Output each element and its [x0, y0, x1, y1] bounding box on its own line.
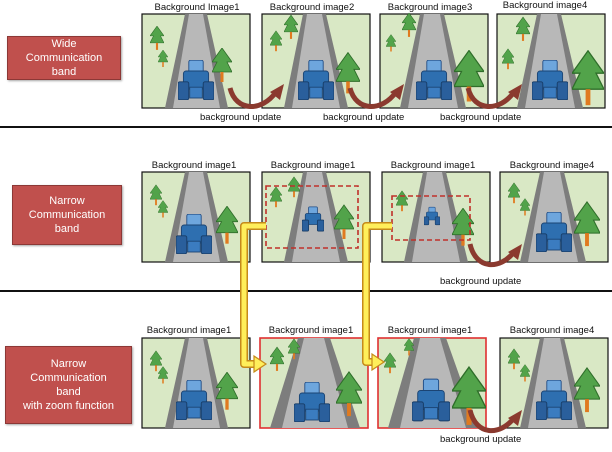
- update-label: background update: [440, 434, 522, 445]
- update-label: background update: [440, 112, 522, 123]
- tile-r3-4: [499, 337, 609, 429]
- tile-caption: Background image1: [151, 160, 237, 171]
- tile-caption: Background image1: [146, 325, 232, 336]
- tile-caption: Background image1: [387, 325, 473, 336]
- tile-caption: Background image4: [509, 325, 595, 336]
- tile-caption: Background image4: [502, 0, 588, 11]
- update-label: background update: [200, 112, 282, 123]
- row-label-zoom: Narrow Communication band with zoom func…: [5, 346, 132, 424]
- update-arrowheads: [270, 84, 522, 100]
- tile-r3-3: [377, 337, 487, 429]
- tile-caption: Background image3: [387, 2, 473, 13]
- update-arrow: [467, 409, 516, 434]
- tile-caption: Background image2: [269, 2, 355, 13]
- row-label-narrow: Narrow Communication band: [12, 185, 122, 245]
- tile-r3-2: [259, 337, 369, 429]
- update-label: background update: [440, 276, 522, 287]
- tile-r2-1: [141, 171, 251, 263]
- zoom-arrow-1: [240, 222, 268, 374]
- tile-r3-1: [141, 337, 251, 429]
- tile-r1-4: [496, 13, 606, 109]
- tile-caption: Background image4: [509, 160, 595, 171]
- row-label-wide: Wide Communication band: [7, 36, 121, 80]
- tile-caption: Background image1: [270, 160, 356, 171]
- tile-caption: Background Image1: [154, 2, 240, 13]
- divider-2: [0, 290, 612, 292]
- update-arrowhead: [508, 410, 522, 426]
- update-arrow: [467, 243, 516, 268]
- tile-caption: Background image1: [390, 160, 476, 171]
- tile-r2-2: [261, 171, 371, 263]
- tile-caption: Background image1: [268, 325, 354, 336]
- divider-1: [0, 126, 612, 128]
- update-arrowhead: [508, 244, 522, 260]
- update-label: background update: [323, 112, 405, 123]
- zoom-arrow-2: [362, 222, 392, 372]
- update-arrow: [227, 87, 517, 109]
